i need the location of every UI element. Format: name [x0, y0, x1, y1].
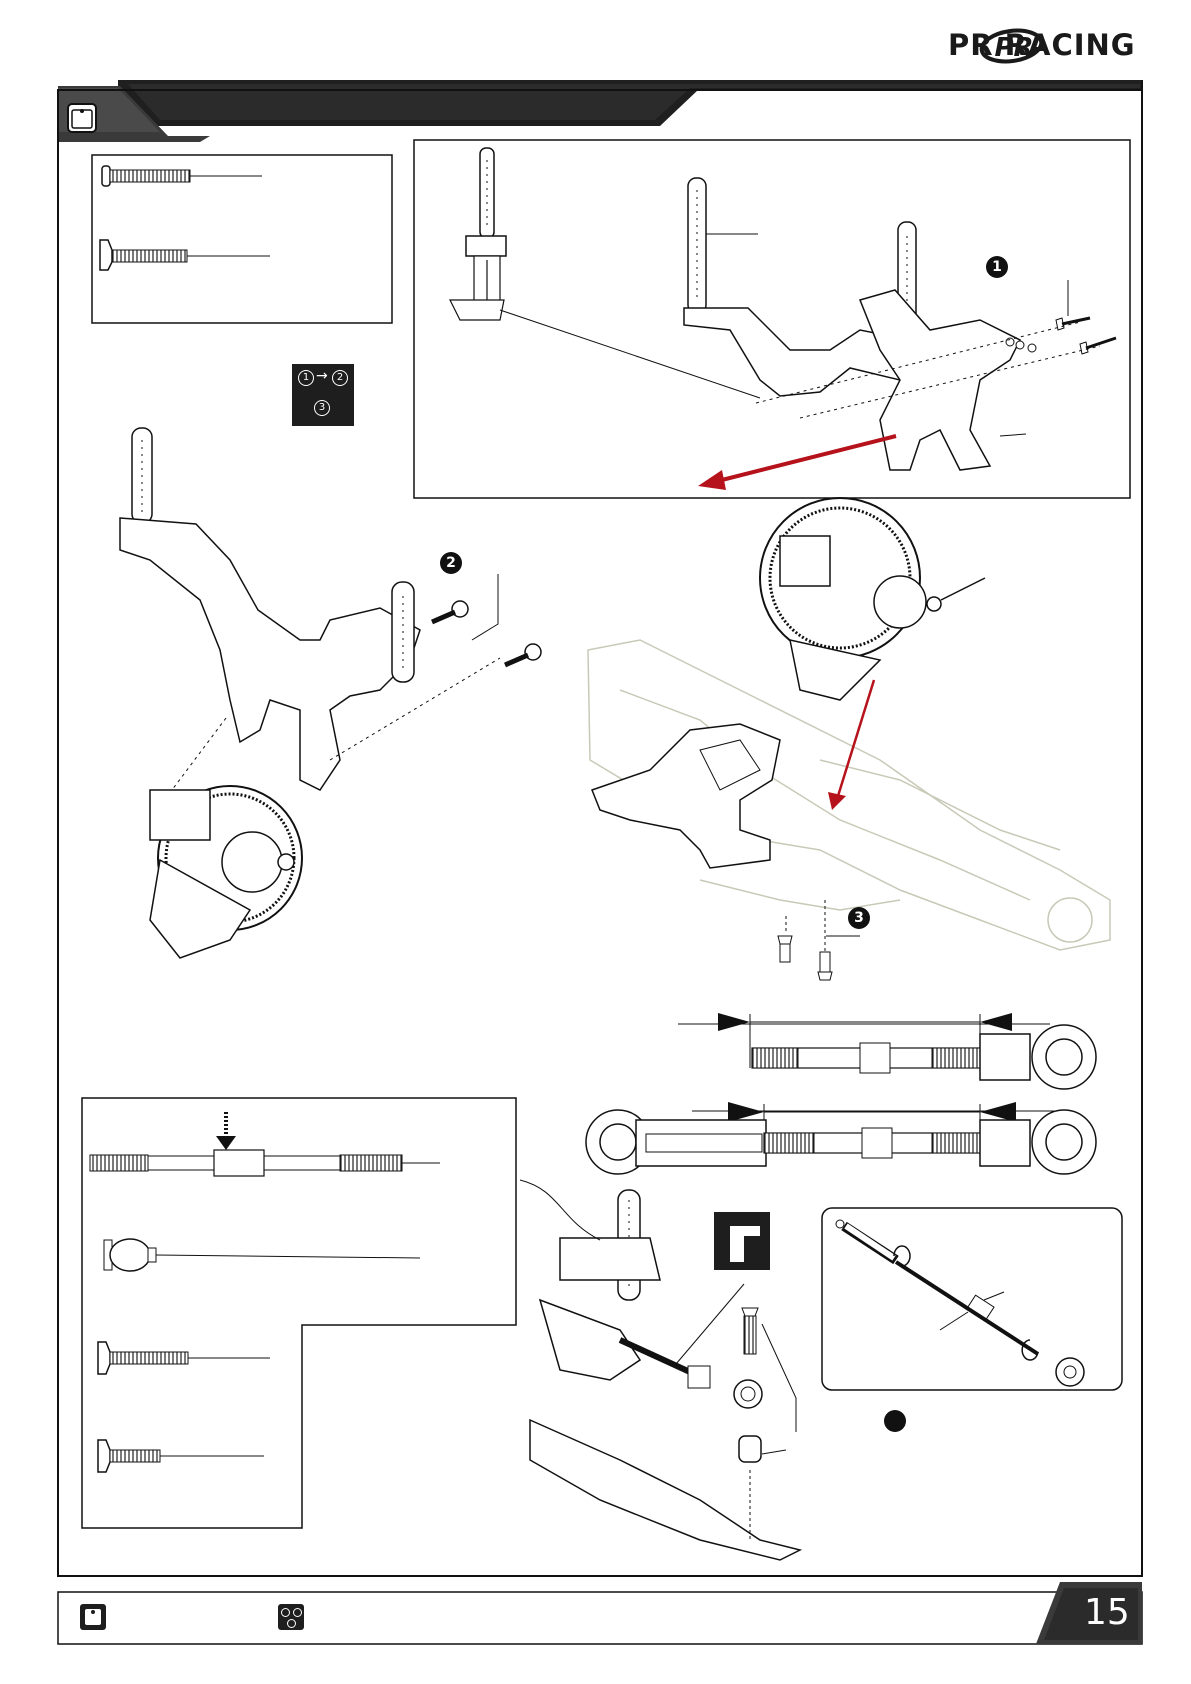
order-step-b: 2 — [332, 370, 348, 386]
parts-box-linkage — [82, 1098, 516, 1528]
adjust-inset-box — [822, 1208, 1122, 1390]
step-number-4 — [884, 1410, 906, 1432]
step-number-2: 2 — [440, 552, 462, 574]
left-assembly-drawing — [120, 428, 541, 958]
footer-bar — [58, 1582, 1142, 1644]
link-install-drawing — [520, 1180, 800, 1560]
section-bag-icon — [68, 104, 96, 132]
footer-bag-icon — [80, 1604, 106, 1630]
step-number-1: 1 — [986, 256, 1008, 278]
detail-box-body-mount — [414, 140, 1130, 498]
assembly-order-icon: 1 → 2 3 — [292, 364, 354, 426]
right-chassis-drawing — [588, 498, 1110, 980]
page-number: 15 — [1084, 1592, 1130, 1633]
order-step-c: 3 — [314, 400, 330, 416]
order-arrow-icon: → — [316, 368, 328, 384]
footer-assembly-order-icon — [278, 1604, 304, 1630]
turnbuckle-length-diagrams — [586, 1013, 1096, 1174]
parts-box-screws — [92, 155, 392, 323]
order-step-a: 1 — [298, 370, 314, 386]
step-number-3: 3 — [848, 907, 870, 929]
